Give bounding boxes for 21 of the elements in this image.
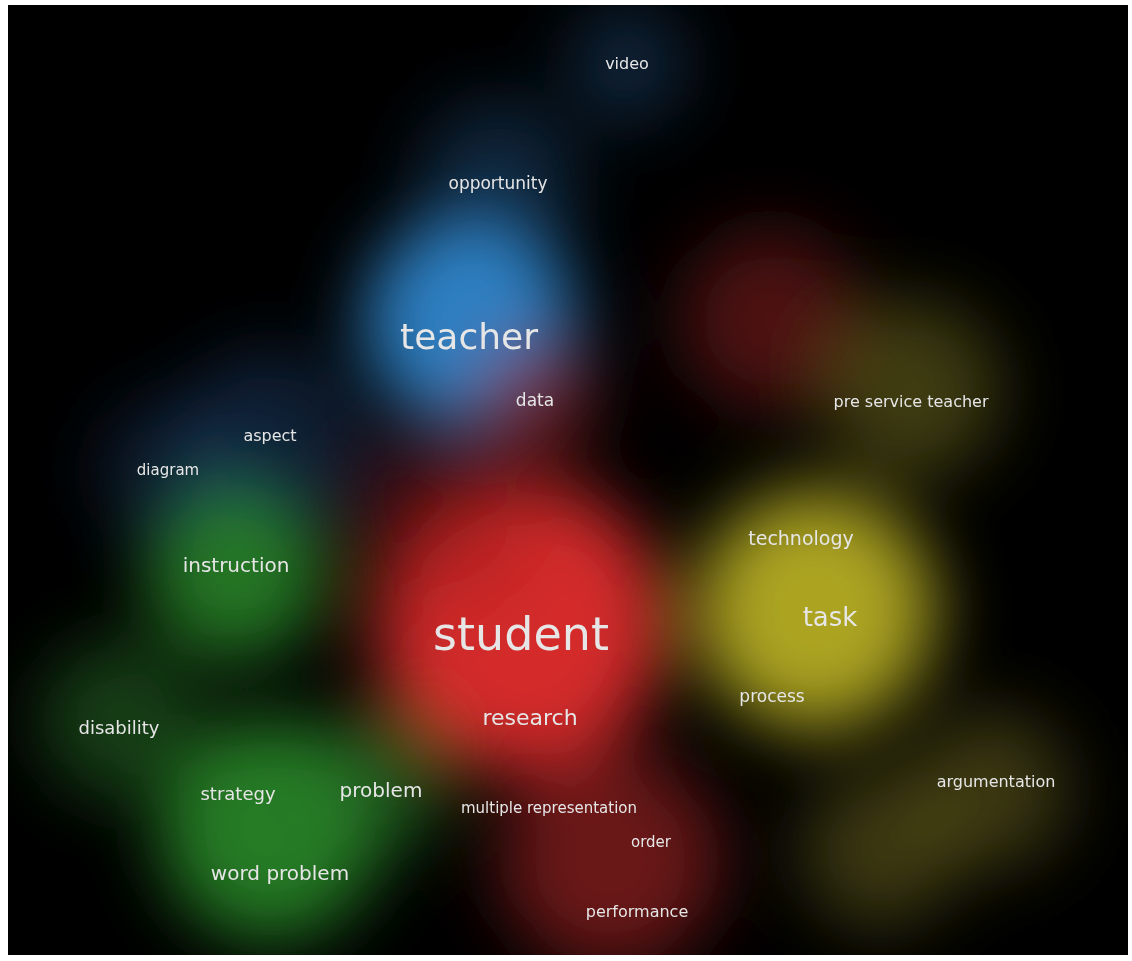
term-label: argumentation: [936, 773, 1056, 791]
term-label: strategy: [200, 784, 276, 804]
term-label: teacher: [400, 317, 538, 357]
term-label: disability: [78, 718, 160, 738]
term-label: task: [802, 602, 858, 632]
term-label: student: [433, 608, 609, 660]
term-label: performance: [585, 903, 689, 921]
term-label: multiple representation: [461, 799, 637, 817]
term-label: video: [605, 55, 649, 73]
term-label: diagram: [136, 461, 200, 479]
term-label: order: [631, 833, 671, 851]
term-label: word problem: [210, 862, 350, 884]
term-label: opportunity: [448, 173, 548, 193]
term-label: instruction: [182, 554, 290, 576]
term-label: problem: [339, 779, 423, 801]
term-label: research: [482, 705, 578, 731]
term-label: technology: [748, 527, 854, 549]
term-label: process: [739, 686, 805, 706]
term-label: aspect: [243, 427, 297, 445]
term-label: data: [515, 390, 555, 410]
term-label: pre service teacher: [833, 393, 989, 411]
